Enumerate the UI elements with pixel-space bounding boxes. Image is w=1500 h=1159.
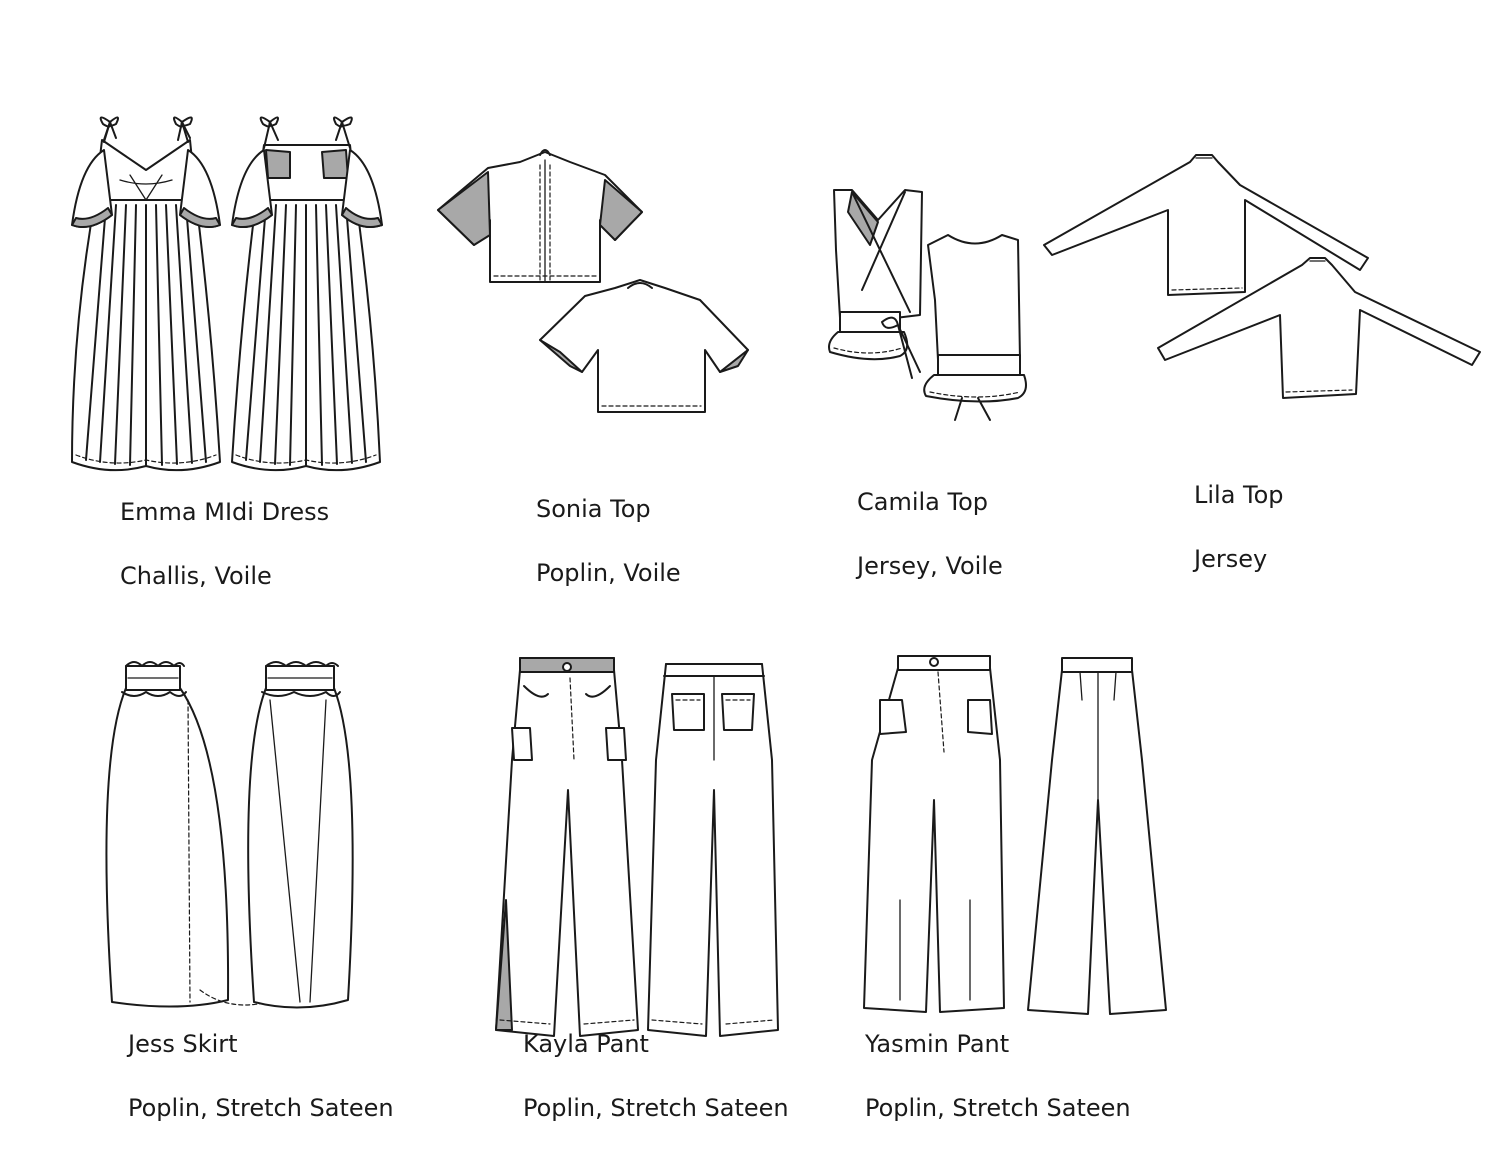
garment-fabrics-lila: Jersey xyxy=(1194,545,1268,573)
lila-top-back-sketch xyxy=(1157,257,1481,399)
garment-name-lila: Lila Top xyxy=(1194,481,1284,509)
garment-name-kayla: Kayla Pant xyxy=(523,1030,649,1058)
garment-fabrics-camila: Jersey, Voile xyxy=(857,552,1003,580)
garment-name-jess: Jess Skirt xyxy=(128,1030,238,1058)
garment-name-sonia: Sonia Top xyxy=(536,495,651,523)
garment-fabrics-sonia: Poplin, Voile xyxy=(536,559,681,587)
camila-top-back-sketch xyxy=(923,234,1027,421)
yasmin-pant-back-sketch xyxy=(1027,657,1167,1015)
kayla-pant-back-sketch xyxy=(647,663,779,1037)
sonia-top-front-sketch xyxy=(437,149,643,283)
lila-top-front-sketch xyxy=(1043,154,1369,296)
garment-name-camila: Camila Top xyxy=(857,488,989,516)
garment-fabrics-kayla: Poplin, Stretch Sateen xyxy=(523,1094,789,1122)
garment-fabrics-emma: Challis, Voile xyxy=(120,562,272,590)
emma-dress-front-sketch xyxy=(71,116,221,472)
garment-fabrics-yasmin: Poplin, Stretch Sateen xyxy=(865,1094,1131,1122)
camila-top-front-sketch xyxy=(828,189,923,379)
sonia-top-back-sketch xyxy=(539,279,749,413)
garment-name-emma: Emma MIdi Dress xyxy=(120,498,330,526)
yasmin-pant-front-sketch xyxy=(863,655,1005,1013)
jess-skirt-back-sketch xyxy=(247,661,354,1009)
garment-fabrics-jess: Poplin, Stretch Sateen xyxy=(128,1094,394,1122)
emma-dress-back-sketch xyxy=(231,116,383,472)
kayla-pant-front-sketch xyxy=(495,657,639,1037)
garment-name-yasmin: Yasmin Pant xyxy=(865,1030,1010,1058)
